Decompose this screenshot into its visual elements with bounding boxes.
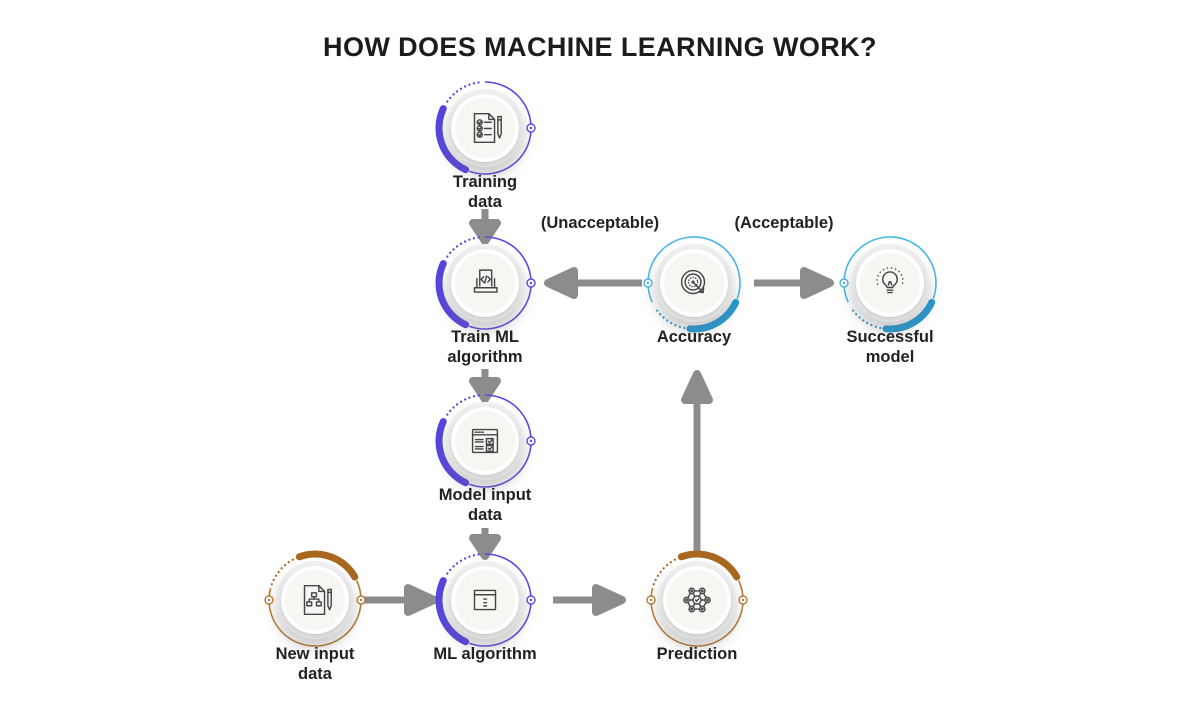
- ring-decoration: [435, 81, 536, 175]
- node-prediction: Prediction: [637, 540, 757, 663]
- code-document-icon: [473, 269, 498, 293]
- page-title: HOW DOES MACHINE LEARNING WORK?: [323, 32, 877, 62]
- ring-decoration: [839, 236, 937, 333]
- node-new-input-data: New input data: [255, 540, 375, 683]
- node-label: New input data: [275, 645, 355, 684]
- node-train-ml-algorithm: Train ML algorithm: [425, 223, 545, 366]
- edge-label-unacceptable: (Unacceptable): [540, 214, 660, 232]
- arrow-newinput-to-mlalgorithm: [364, 584, 438, 616]
- node-successful-model: Successful model: [830, 223, 950, 366]
- node-accuracy: Accuracy: [634, 223, 754, 346]
- box-list-icon: [473, 589, 497, 611]
- node-ml-algorithm: ML algorithm: [425, 540, 545, 663]
- node-training-data: Training data: [425, 68, 545, 211]
- ring-decoration: [264, 550, 366, 647]
- node-label: Prediction: [656, 645, 738, 663]
- node-label: Train ML algorithm: [447, 328, 523, 367]
- node-model-input-data: Model input data: [425, 381, 545, 524]
- checklist-pen-icon: [473, 112, 502, 144]
- arrow-modelinput-to-mlalgorithm: [469, 528, 501, 560]
- ring-decoration: [646, 550, 748, 647]
- node-label: Model input data: [438, 486, 532, 525]
- arrow-training-to-trainml: [469, 209, 501, 245]
- arrow-accuracy-to-successful: [754, 267, 834, 299]
- network-nodes-icon: [683, 587, 711, 613]
- arrow-prediction-to-accuracy: [681, 370, 713, 552]
- ring-decoration: [435, 236, 536, 330]
- lightbulb-icon: [876, 267, 904, 294]
- ring-decoration: [643, 236, 741, 333]
- node-label: ML algorithm: [433, 645, 537, 663]
- flowchart-document-icon: [303, 584, 332, 616]
- ring-decoration: [435, 553, 536, 647]
- node-label: Training data: [452, 173, 518, 212]
- edge-label-acceptable: (Acceptable): [734, 214, 834, 232]
- form-checkboxes-icon: [471, 428, 499, 454]
- node-label: Successful model: [846, 328, 934, 367]
- arrow-trainml-to-modelinput: [469, 369, 501, 403]
- node-label: Accuracy: [656, 328, 732, 346]
- arrow-mlalgorithm-to-prediction: [553, 584, 626, 616]
- ring-decoration: [435, 394, 536, 488]
- target-arrow-icon: [680, 269, 706, 295]
- arrow-accuracy-to-trainml: [544, 267, 642, 299]
